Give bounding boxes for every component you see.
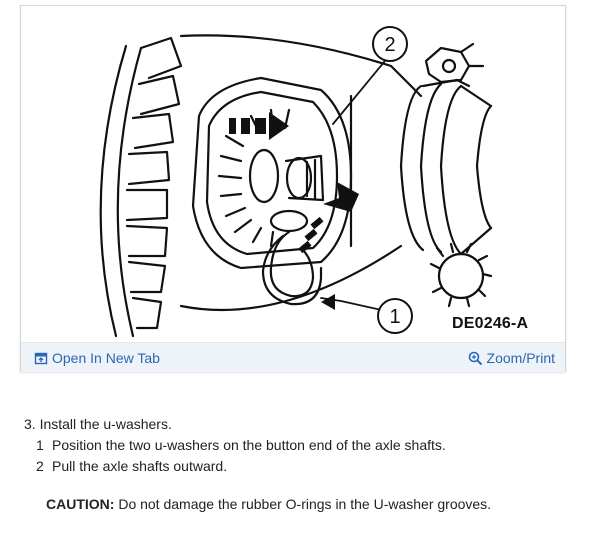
instructions: 3. Install the u-washers. 1 Position the … [24, 414, 594, 515]
open-in-new-tab-link[interactable]: Open In New Tab [34, 350, 160, 366]
callout-2: 2 [372, 26, 408, 62]
callout-label-1: 1 [389, 306, 400, 328]
differential-illustration: 2 1 [99, 26, 493, 338]
figure-reference-code: DE0246-A [452, 315, 529, 332]
differential-diagram: 2 1 DE0246-A [21, 6, 565, 342]
caution-label: CAUTION: [46, 496, 115, 512]
open-in-new-tab-icon [34, 352, 48, 365]
caution-text: Do not damage the rubber O-rings in the … [114, 496, 492, 512]
substep-list: 1 Position the two u-washers on the butto… [24, 435, 594, 477]
substep-item: 1 Position the two u-washers on the butto… [24, 435, 594, 456]
callout-label-2: 2 [384, 34, 395, 56]
substep-number: 2 [36, 458, 44, 474]
substep-item: 2 Pull the axle shafts outward. [24, 456, 594, 477]
step-heading: 3. Install the u-washers. [24, 416, 172, 432]
zoom-print-link[interactable]: Zoom/Print [468, 350, 555, 366]
caution-note: CAUTION: Do not damage the rubber O-ring… [24, 494, 594, 515]
substep-number: 1 [36, 437, 44, 453]
substep-text: Position the two u-washers on the button… [52, 437, 446, 453]
open-in-new-tab-label: Open In New Tab [52, 350, 160, 366]
callout-1: 1 [377, 298, 413, 334]
figure-footer: Open In New Tab Zoom/Print [21, 342, 565, 372]
zoom-magnifier-icon [468, 351, 482, 365]
figure-card: 2 1 DE0246-A Open In New Tab Zoom/Pri [20, 5, 566, 372]
zoom-print-label: Zoom/Print [486, 350, 555, 366]
substep-text: Pull the axle shafts outward. [52, 458, 228, 474]
